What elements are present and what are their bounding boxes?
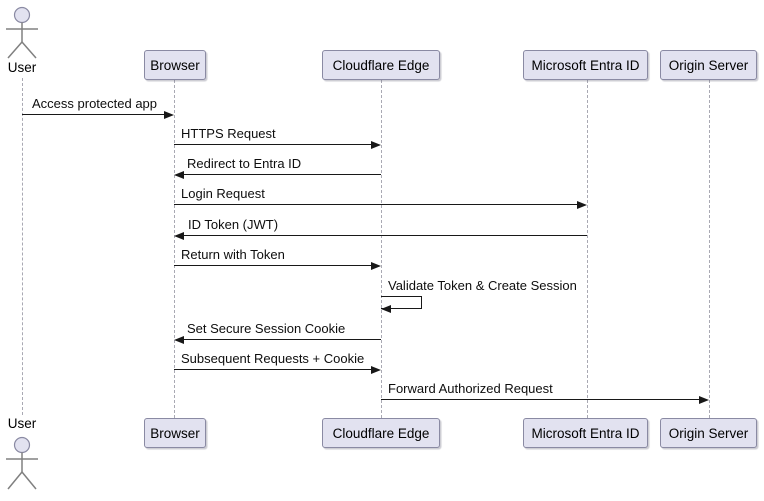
message-line xyxy=(184,339,381,340)
message-line xyxy=(381,399,699,400)
arrowhead-left-icon xyxy=(174,335,184,344)
arrowhead-left-icon xyxy=(174,170,184,179)
lifeline-browser xyxy=(173,80,175,418)
message-line xyxy=(174,144,371,145)
message-line xyxy=(174,204,577,205)
arrowhead-right-icon xyxy=(371,261,381,270)
actor-label-user-bottom: User xyxy=(7,416,37,431)
arrowhead-left-icon xyxy=(174,231,184,240)
message-label: Subsequent Requests + Cookie xyxy=(181,351,365,366)
message-label: Redirect to Entra ID xyxy=(187,156,302,171)
message-line xyxy=(184,174,381,175)
participant-browser-top: Browser xyxy=(144,50,206,80)
message-label: Login Request xyxy=(181,186,265,201)
message-label: Access protected app xyxy=(32,96,158,111)
participant-cloudflare-bottom: Cloudflare Edge xyxy=(322,418,440,448)
lifeline-cloudflare xyxy=(380,80,382,418)
message-label: Validate Token & Create Session xyxy=(388,278,577,293)
lifeline-origin xyxy=(708,80,710,418)
arrowhead-left-icon xyxy=(381,304,391,313)
lifeline-user xyxy=(21,78,23,415)
participant-cloudflare-top: Cloudflare Edge xyxy=(322,50,440,80)
self-message-loop xyxy=(381,296,422,309)
participant-origin-bottom: Origin Server xyxy=(660,418,757,448)
participant-entra-top: Microsoft Entra ID xyxy=(523,50,648,80)
message-line xyxy=(174,369,371,370)
user-actor-figure-top xyxy=(6,6,38,59)
message-line xyxy=(174,265,371,266)
participant-origin-top: Origin Server xyxy=(660,50,757,80)
message-label: HTTPS Request xyxy=(181,126,276,141)
lifeline-entra xyxy=(586,80,588,418)
arrowhead-right-icon xyxy=(371,140,381,149)
message-label: Return with Token xyxy=(181,247,285,262)
arrowhead-right-icon xyxy=(164,110,174,119)
message-line xyxy=(22,114,164,115)
user-actor-figure-bottom xyxy=(6,436,38,490)
participant-browser-bottom: Browser xyxy=(144,418,206,448)
message-label: Forward Authorized Request xyxy=(388,381,553,396)
arrowhead-right-icon xyxy=(371,365,381,374)
arrowhead-right-icon xyxy=(699,395,709,404)
actor-label-user-top: User xyxy=(7,60,37,75)
message-label: ID Token (JWT) xyxy=(188,217,279,232)
participant-entra-bottom: Microsoft Entra ID xyxy=(523,418,648,448)
message-label: Set Secure Session Cookie xyxy=(187,321,346,336)
message-line xyxy=(184,235,587,236)
arrowhead-right-icon xyxy=(577,200,587,209)
